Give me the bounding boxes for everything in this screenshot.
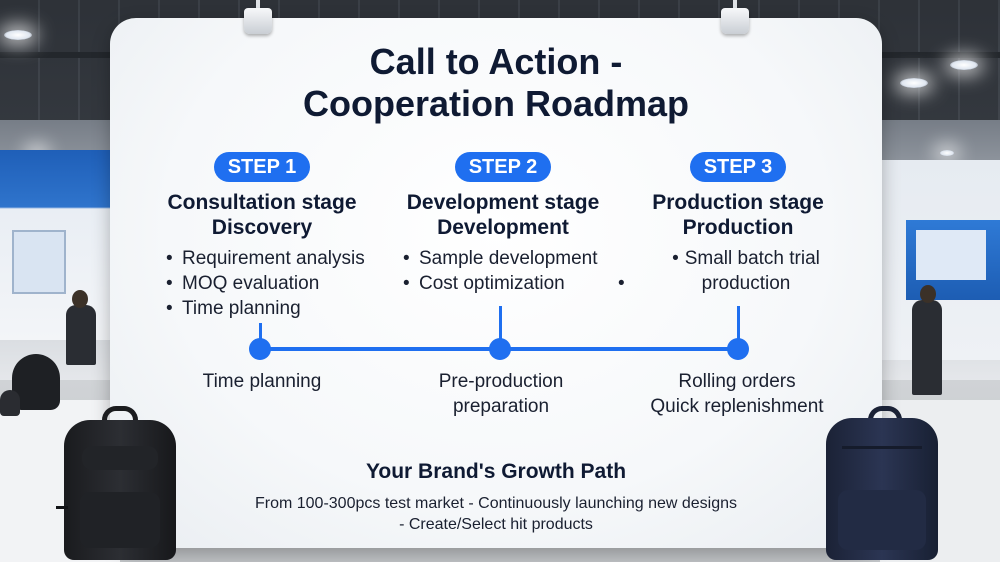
step-bullets: Sample development Cost optimization [403,246,623,296]
backpack-handle [102,406,138,425]
growth-description-line1: From 100-300pcs test market - Continuous… [254,495,738,512]
backpack-pocket [80,492,160,548]
spotlight-right [721,0,749,34]
visitor-figure [912,300,942,395]
milestone-3: Rolling orders Quick replenishment [627,369,847,419]
stage-subtitle: Development [437,216,569,239]
ceiling-light [950,60,978,70]
page-title-line2: Cooperation Roadmap [302,83,689,124]
step-bullets: Requirement analysis MOQ evaluation Time… [166,246,382,321]
milestone-text: preparation [452,396,550,417]
backpack-zipper [842,446,922,449]
visitor-figure [66,305,96,365]
growth-heading: Your Brand's Growth Path [365,460,627,483]
timeline-stem [737,306,740,349]
left-booth [0,150,120,340]
list-item: Small batch trial [618,246,858,271]
step-2: STEP 2 Development stage Development Sam… [383,152,623,296]
backpack-body [0,390,20,416]
milestone-2: Pre-production preparation [391,369,611,419]
backpack-handle [868,406,902,425]
navy-backpack [818,406,948,562]
milestone-1: Time planning [152,369,372,394]
spotlight-lamp [244,8,272,34]
timeline-node-1 [249,338,271,360]
list-item: Requirement analysis [166,246,382,271]
list-item: Sample development [403,246,623,271]
ceiling-light [940,150,954,156]
booth-display-screen [916,230,986,280]
backpack-pocket [838,490,926,550]
milestone-text: Rolling orders [678,371,796,392]
stage-subtitle: Discovery [211,216,313,239]
list-item-continuation: production [618,271,858,296]
list-item: MOQ evaluation [166,271,382,296]
stage-title: Consultation stage [167,191,357,214]
list-item: Time planning [166,296,382,321]
spotlight-arm [256,0,260,10]
ceiling-light [4,30,32,40]
visitor-head [920,285,936,303]
backpack-flap [82,446,158,470]
backpack-body [12,354,60,410]
spotlight-lamp [721,8,749,34]
growth-description-line2: - Create/Select hit products [399,516,593,533]
step-badge: STEP 2 [454,152,552,182]
timeline-stem [499,306,502,349]
black-backpack [56,406,184,562]
step-badge: STEP 1 [213,152,311,182]
ceiling-light [900,78,928,88]
timeline-stem [259,323,262,349]
spotlight-arm [733,0,737,10]
milestone-text: Pre-production [438,371,564,392]
step-bullets: Small batch trial production [618,246,858,296]
stage-subtitle: Production [682,216,794,239]
list-item: Cost optimization [403,271,623,296]
stage-title: Development stage [406,191,600,214]
timeline-node-3 [727,338,749,360]
background-backpack [12,348,60,410]
step-3: STEP 3 Production stage Production Small… [618,152,858,296]
page-title-line1: Call to Action - [369,41,623,82]
step-1: STEP 1 Consultation stage Discovery Requ… [142,152,382,321]
milestone-text: Time planning [202,371,322,392]
milestone-text: Quick replenishment [650,396,824,417]
step-badge: STEP 3 [689,152,787,182]
visitor-head [72,290,88,308]
spotlight-left [244,0,272,34]
backpack-strap [56,506,68,509]
stage-title: Production stage [652,191,824,214]
background-backpack [0,390,20,416]
timeline-node-2 [489,338,511,360]
booth-screen [12,230,66,294]
